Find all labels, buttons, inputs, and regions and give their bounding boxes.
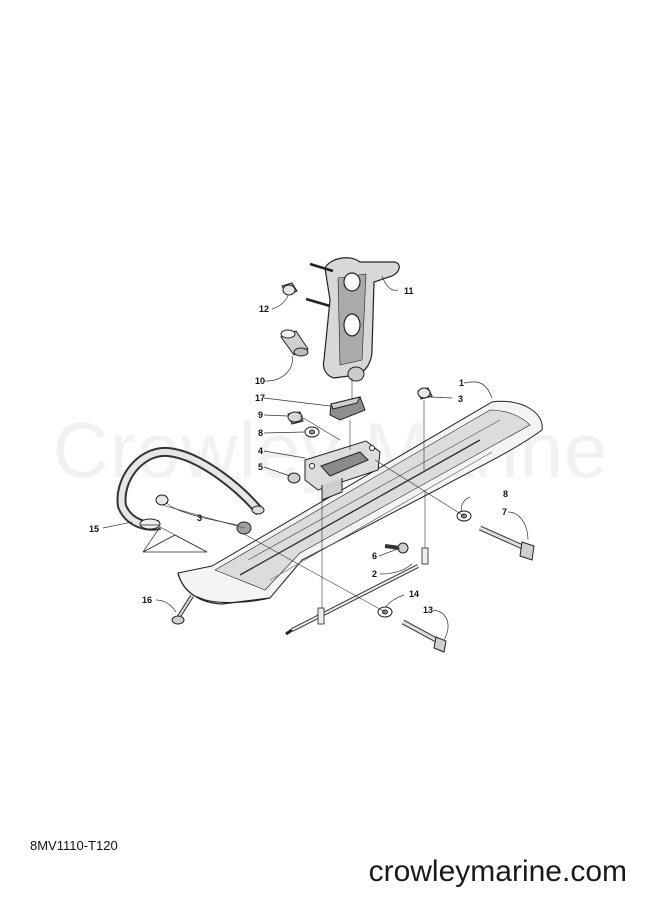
callout-10: 10 — [255, 376, 265, 386]
bumper — [329, 396, 366, 421]
callout-1: 1 — [459, 378, 464, 388]
nut-12 — [281, 282, 298, 296]
callout-labels: 1 2 3 3 4 5 6 7 8 8 9 10 11 12 13 14 15 … — [89, 286, 508, 615]
saddle-bracket — [304, 440, 381, 501]
site-url: crowleymarine.com — [368, 855, 627, 888]
callout-8-left: 8 — [258, 428, 263, 438]
callout-2: 2 — [372, 569, 377, 579]
washer-9 — [287, 411, 304, 425]
bolt-6 — [384, 542, 409, 554]
wear-bar — [285, 547, 429, 636]
nut-3-top — [417, 387, 433, 400]
callout-15: 15 — [89, 524, 99, 534]
leader-lines — [102, 275, 529, 641]
callout-8-right: 8 — [503, 489, 508, 499]
ski-base — [177, 400, 543, 605]
bolt-16 — [171, 594, 194, 625]
spindle — [305, 257, 400, 382]
nut-5 — [287, 472, 301, 484]
callout-5: 5 — [258, 462, 263, 472]
callout-9: 9 — [258, 410, 263, 420]
callout-3-right: 3 — [458, 394, 463, 404]
washer-8a — [304, 426, 320, 438]
callout-11: 11 — [404, 286, 414, 296]
callout-14: 14 — [409, 589, 419, 599]
callout-7: 7 — [502, 507, 507, 517]
ski-loop — [116, 446, 265, 553]
nut-3-front — [155, 494, 252, 535]
drawing-code: 8MV1110-T120 — [30, 838, 118, 853]
callout-16: 16 — [142, 595, 152, 605]
callout-17: 17 — [255, 393, 265, 403]
callout-12: 12 — [259, 304, 269, 314]
bolt-7 — [478, 525, 535, 561]
bushing — [280, 329, 309, 357]
callout-6: 6 — [372, 551, 377, 561]
callout-3-left: 3 — [197, 513, 202, 523]
bolt-13 — [401, 619, 447, 653]
callout-4: 4 — [258, 446, 263, 456]
callout-13: 13 — [423, 605, 433, 615]
